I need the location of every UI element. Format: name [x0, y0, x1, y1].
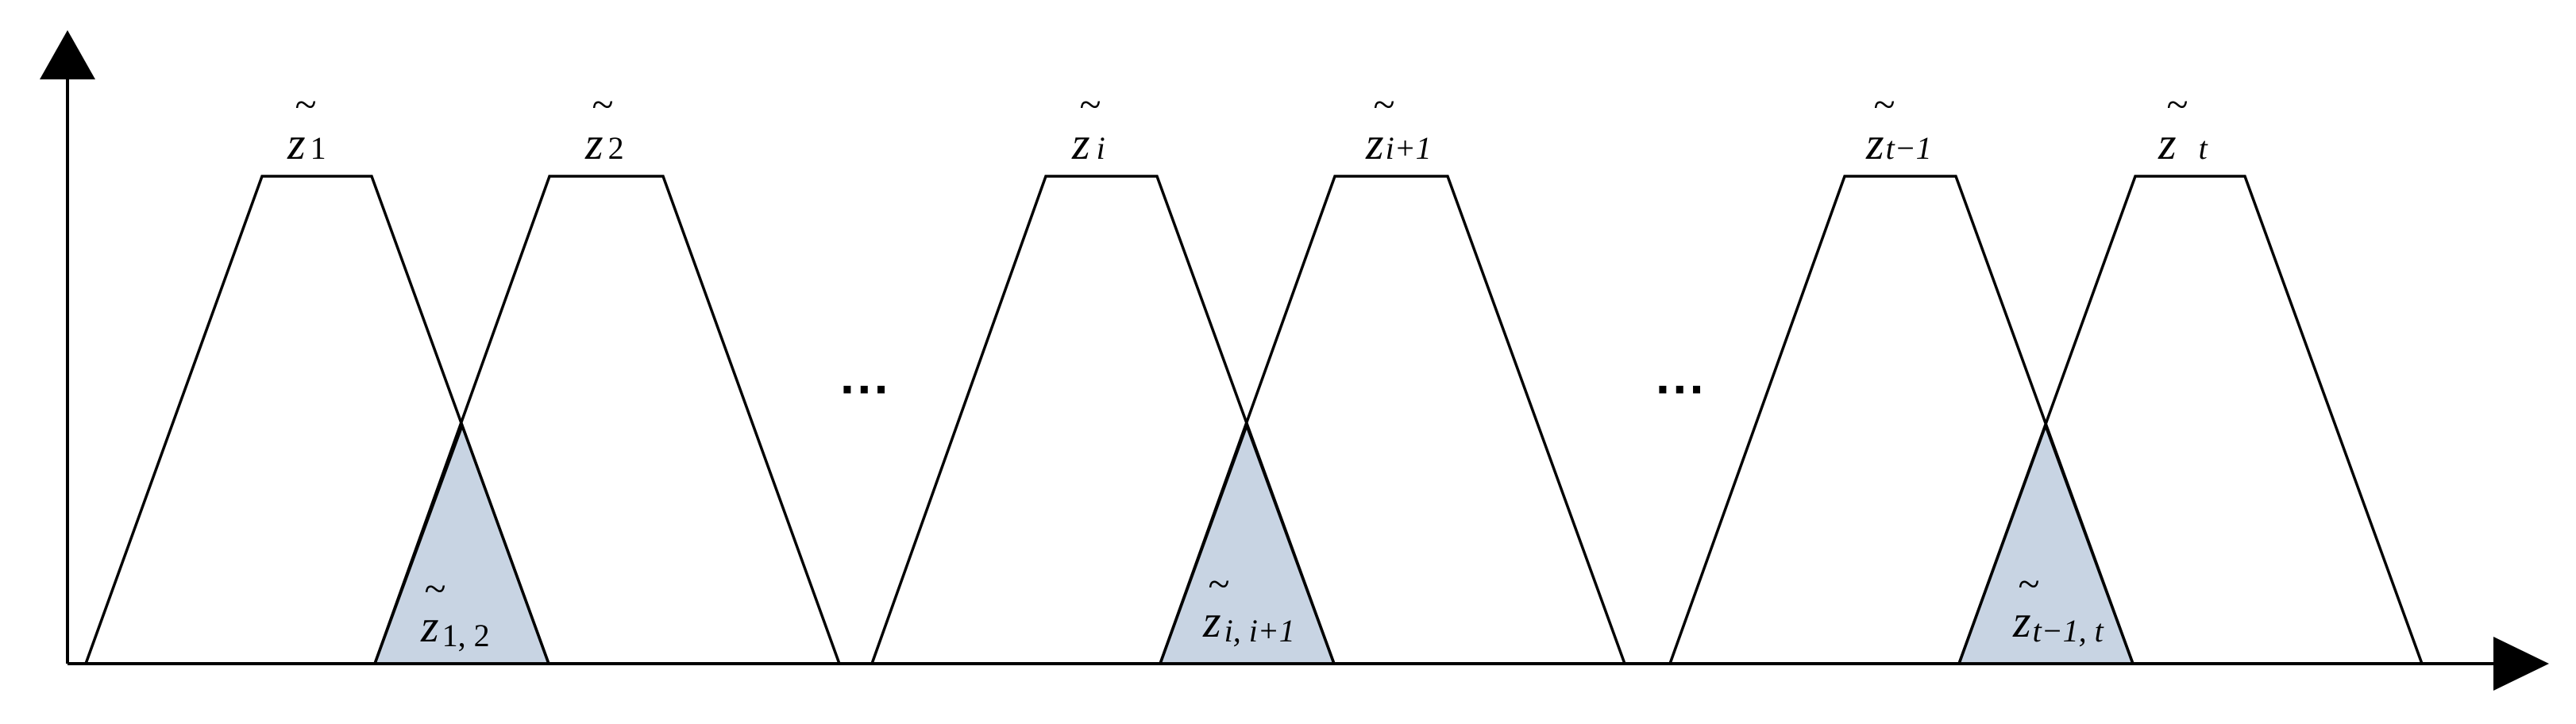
symbol-z: z — [584, 117, 604, 169]
subscript: i, i+1 — [1224, 613, 1295, 649]
subscript: t−1, t — [2033, 613, 2104, 649]
subscript: i — [1097, 130, 1105, 166]
symbol-z: z — [1365, 117, 1384, 169]
tilde-mark: ~ — [1208, 561, 1229, 606]
subscript: t — [2199, 130, 2208, 166]
x-axis-arrowhead — [2493, 637, 2549, 691]
tilde-mark: ~ — [424, 566, 445, 610]
tilde-mark: ~ — [592, 82, 613, 126]
tilde-mark: ~ — [1873, 82, 1895, 126]
symbol-z: z — [2158, 117, 2177, 169]
trapezoid-zi1 — [1158, 175, 1627, 665]
label-zt1: ~ zt−1 — [1865, 82, 1932, 169]
symbol-z: z — [1202, 595, 1221, 647]
label-zi1: ~ zi+1 — [1365, 82, 1432, 169]
svg-text:zt−1: zt−1 — [1865, 117, 1932, 169]
subscript: i+1 — [1386, 130, 1432, 166]
tilde-mark: ~ — [1079, 82, 1101, 126]
symbol-z: z — [2012, 595, 2031, 647]
svg-text:z1, 2: z1, 2 — [420, 600, 490, 653]
subscript: 1 — [310, 130, 326, 166]
ellipsis-1: ··· — [840, 360, 891, 418]
symbol-z: z — [287, 117, 306, 169]
label-zt1t: ~ zt−1, t — [2012, 561, 2104, 649]
svg-text:zt: zt — [2158, 117, 2208, 169]
tilde-mark: ~ — [2166, 82, 2188, 126]
svg-text:z1: z1 — [287, 117, 326, 169]
tilde-mark: ~ — [2018, 561, 2039, 606]
svg-text:zt−1, t: zt−1, t — [2012, 595, 2104, 649]
subscript: 1, 2 — [442, 618, 490, 653]
subscript: t−1 — [1886, 130, 1932, 166]
symbol-z: z — [1071, 117, 1090, 169]
svg-text:zi+1: zi+1 — [1365, 117, 1432, 169]
symbol-z: z — [420, 600, 439, 652]
trapezoid-zt — [1957, 175, 2424, 665]
svg-text:zi, i+1: zi, i+1 — [1202, 595, 1295, 649]
y-axis-arrowhead — [40, 30, 95, 79]
trapezoid-z2 — [372, 175, 842, 665]
tilde-mark: ~ — [295, 82, 316, 126]
svg-text:zi: zi — [1071, 117, 1105, 169]
ellipsis-2: ··· — [1656, 360, 1706, 418]
subscript: 2 — [608, 130, 624, 166]
tilde-mark: ~ — [1373, 82, 1394, 126]
svg-text:z2: z2 — [584, 117, 624, 169]
symbol-z: z — [1865, 117, 1884, 169]
